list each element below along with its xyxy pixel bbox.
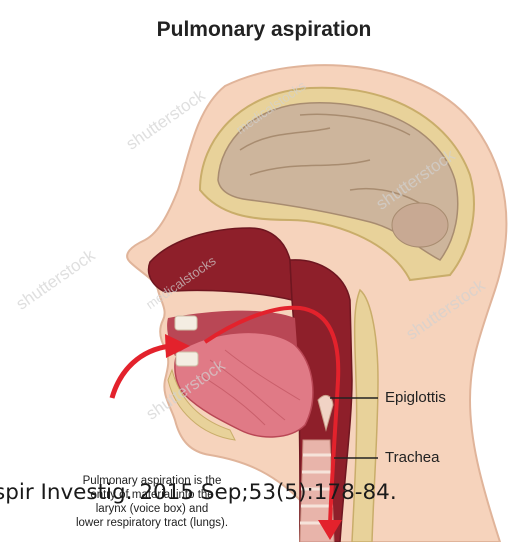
label-epiglottis: Epiglottis (385, 389, 446, 406)
cerebellum (392, 203, 448, 247)
upper-teeth (175, 316, 197, 330)
entry-arrow (112, 346, 170, 398)
label-trachea: Trachea (385, 449, 439, 466)
caption-line: lower respiratory tract (lungs). (34, 516, 270, 530)
lower-teeth (176, 352, 198, 366)
diagram-title: Pulmonary aspiration (0, 18, 528, 42)
citation-overlay: spir Investig. 2015 Sep;53(5):178-84. (0, 480, 397, 505)
